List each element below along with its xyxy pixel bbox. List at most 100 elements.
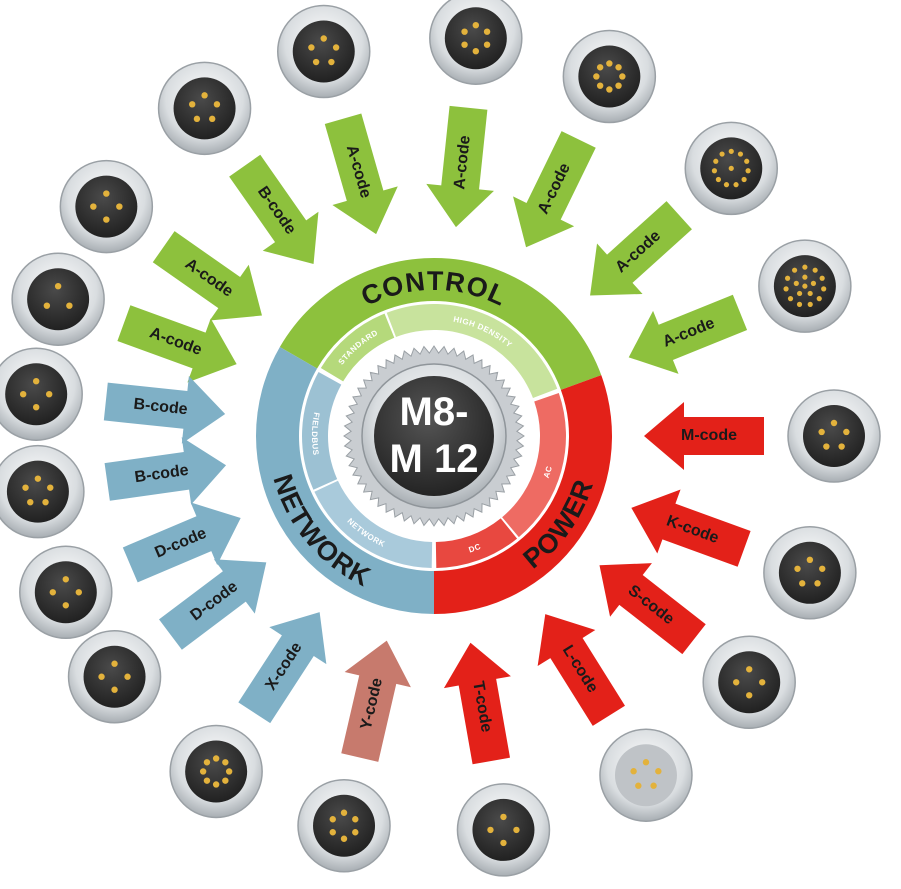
arrow-shape [117, 305, 237, 383]
connector-5pin-icon [0, 444, 85, 539]
pin [655, 768, 662, 775]
pin [783, 286, 789, 292]
pin [75, 589, 82, 596]
arrow-shape [590, 201, 692, 296]
ac-subsegment [502, 393, 566, 538]
connector-8pin-icon [562, 29, 657, 124]
pin [98, 673, 105, 680]
pin [189, 101, 196, 108]
arrow-shape [341, 640, 411, 762]
connector-17pin-icon [758, 239, 852, 333]
connector-xcode-icon [169, 724, 263, 819]
pin [741, 176, 747, 183]
pin [225, 768, 233, 775]
connector-4pin-icon [19, 545, 113, 640]
center-title-line1: M8- [400, 390, 469, 434]
pin [796, 301, 803, 307]
pin [719, 151, 725, 157]
pin [513, 826, 520, 834]
pin [802, 274, 808, 280]
arrow-shape [159, 559, 267, 650]
pin [615, 64, 622, 71]
ac-label: AC [542, 465, 554, 480]
arrow-b-code [104, 437, 227, 505]
pin [810, 280, 817, 286]
pin [483, 41, 491, 48]
pin [42, 498, 49, 506]
arrow-l-code [537, 614, 625, 726]
pin [116, 203, 123, 210]
pin [103, 216, 110, 223]
arrow-shape [443, 642, 511, 765]
pin [728, 165, 734, 171]
high-density-subsegment [386, 304, 558, 399]
code-label: B-code [133, 396, 189, 419]
network-subsegment [302, 372, 342, 490]
pin [630, 768, 637, 775]
center-title-line2: M 12 [390, 437, 479, 481]
pin [62, 576, 69, 583]
pin [34, 475, 42, 482]
connectors-layer [0, 0, 881, 877]
pin [746, 692, 753, 699]
pin [332, 44, 340, 51]
pin [843, 428, 850, 436]
pin [728, 148, 734, 154]
pin [596, 82, 604, 89]
pin [746, 666, 753, 673]
pin [792, 267, 798, 273]
pin [819, 565, 826, 572]
pin [201, 92, 208, 99]
pin [19, 390, 27, 398]
arrow-s-code [599, 563, 706, 655]
pin [312, 58, 320, 66]
arrow-shape [229, 154, 319, 264]
pin [500, 839, 507, 847]
pin [32, 403, 40, 411]
pin [203, 777, 211, 784]
pin [635, 782, 642, 789]
pin [606, 60, 613, 67]
pin [90, 203, 97, 210]
arrow-shape [103, 376, 226, 444]
pin [802, 264, 808, 270]
pin [340, 809, 348, 816]
pin [745, 168, 751, 174]
pin [22, 484, 29, 491]
arrow-b-code [103, 376, 226, 444]
fieldbus-subsegment [314, 480, 433, 568]
pin [759, 679, 766, 686]
pin [500, 813, 507, 821]
pin [472, 21, 480, 29]
pin [816, 295, 822, 302]
dc-subsegment [435, 518, 518, 568]
pin [830, 419, 838, 427]
pin [799, 580, 806, 587]
pin [199, 768, 207, 775]
pin [203, 759, 211, 766]
code-label: M-code [681, 427, 737, 444]
pin [794, 565, 801, 572]
pin [650, 782, 657, 789]
pin [487, 826, 494, 834]
arrow-k-code [631, 489, 751, 567]
pin [111, 686, 118, 693]
arrow-shape [238, 612, 327, 724]
pin [715, 176, 722, 183]
arrow-y-code [341, 640, 411, 762]
connector-4pin-icon [67, 629, 162, 724]
pin [733, 182, 739, 188]
arrow-shape [122, 502, 241, 583]
pin [461, 28, 468, 35]
pin [213, 101, 221, 108]
pin [222, 759, 229, 766]
connector-6pin-icon [429, 0, 523, 85]
pin [642, 759, 650, 766]
pin [54, 282, 62, 290]
pin [606, 86, 613, 93]
pin [308, 44, 315, 51]
arrow-a-code [590, 201, 692, 296]
pin [812, 267, 818, 273]
pin [744, 158, 750, 164]
pin [329, 829, 336, 836]
